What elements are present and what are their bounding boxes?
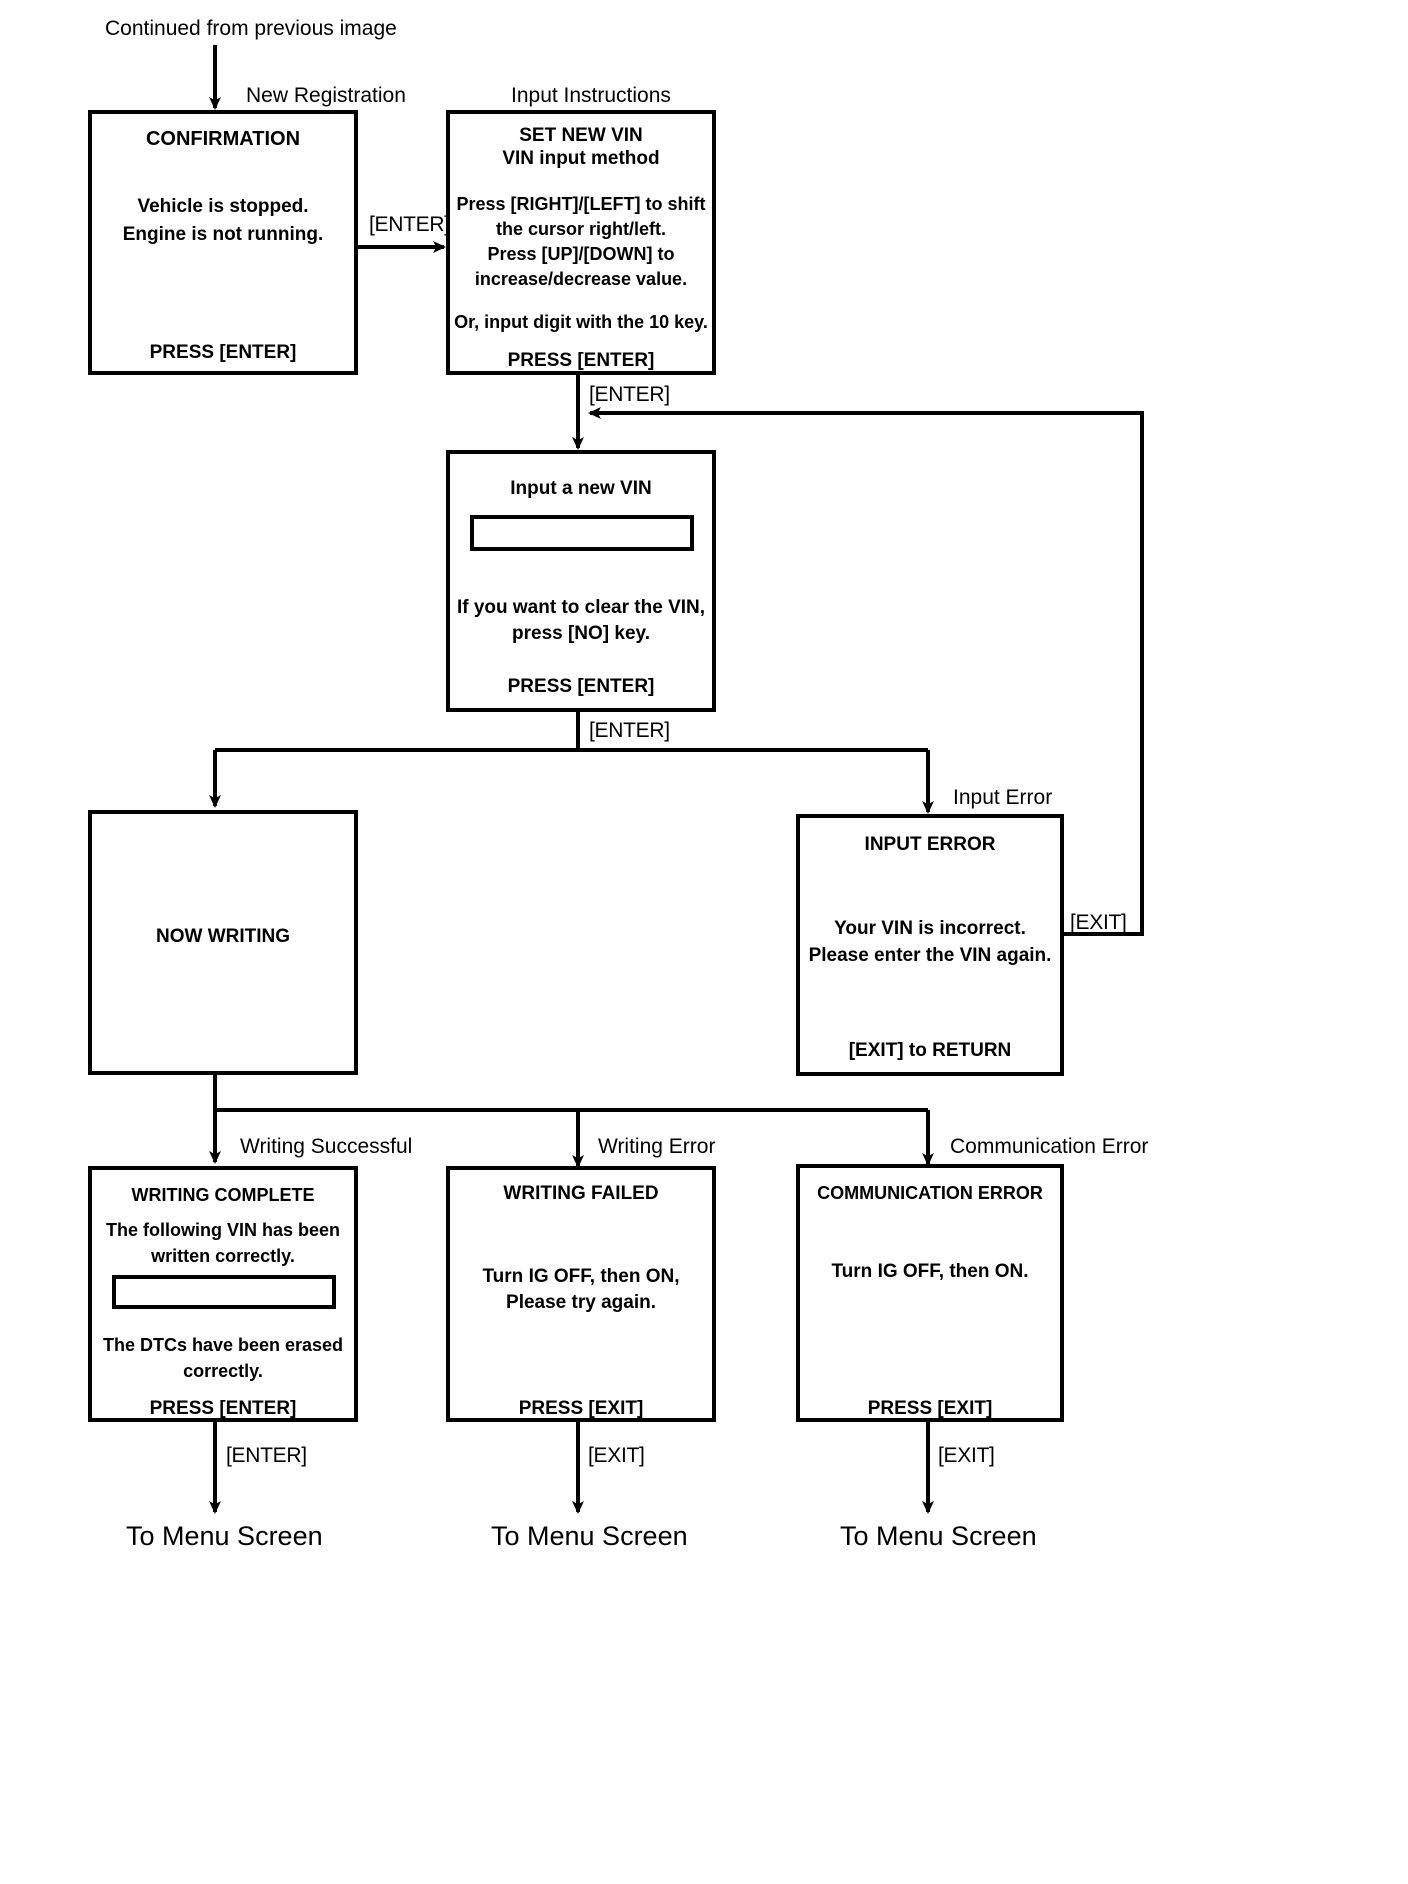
terminal-to-menu-screen-2: To Menu Screen bbox=[491, 1521, 688, 1551]
branch-label-communication-error: Communication Error bbox=[950, 1135, 1149, 1158]
confirmation-title: CONFIRMATION bbox=[145, 128, 301, 150]
writing-complete-body-bottom-line-1: The DTCs have been erased bbox=[102, 1335, 344, 1355]
writing-complete-footer: PRESS [ENTER] bbox=[149, 1398, 297, 1419]
caption-new-registration: New Registration bbox=[246, 84, 406, 107]
now-writing-title: NOW WRITING bbox=[155, 926, 291, 947]
edge-label-exit-failed: [EXIT] bbox=[588, 1444, 645, 1467]
set-new-vin-extra: Or, input digit with the 10 key. bbox=[454, 312, 708, 332]
set-new-vin-body-line-2: the cursor right/left. bbox=[495, 219, 666, 239]
continued-note: Continued from previous image bbox=[105, 17, 397, 40]
input-new-vin-title: Input a new VIN bbox=[510, 478, 652, 499]
screen-now-writing[interactable]: NOW WRITING bbox=[88, 810, 358, 1075]
screen-writing-failed[interactable]: WRITING FAILED Turn IG OFF, then ON, Ple… bbox=[446, 1166, 716, 1422]
set-new-vin-body-line-4: increase/decrease value. bbox=[474, 269, 688, 289]
screen-confirmation[interactable]: CONFIRMATION Vehicle is stopped. Engine … bbox=[88, 110, 358, 375]
branch-label-writing-error: Writing Error bbox=[598, 1135, 716, 1158]
branch-label-writing-successful: Writing Successful bbox=[240, 1135, 413, 1158]
terminal-to-menu-screen-3: To Menu Screen bbox=[840, 1521, 1037, 1551]
screen-input-new-vin[interactable]: Input a new VIN If you want to clear the… bbox=[446, 450, 716, 712]
communication-error-body-line-1: Turn IG OFF, then ON. bbox=[831, 1261, 1029, 1282]
writing-failed-body-line-2: Please try again. bbox=[506, 1292, 656, 1313]
input-new-vin-footer: PRESS [ENTER] bbox=[507, 676, 655, 697]
input-error-title: INPUT ERROR bbox=[864, 834, 996, 855]
terminal-to-menu-screen-1: To Menu Screen bbox=[126, 1521, 323, 1551]
set-new-vin-subtitle: VIN input method bbox=[502, 148, 660, 169]
set-new-vin-body-line-1: Press [RIGHT]/[LEFT] to shift bbox=[456, 194, 706, 214]
vin-input-field[interactable] bbox=[470, 515, 694, 551]
writing-failed-body-line-1: Turn IG OFF, then ON, bbox=[482, 1266, 680, 1287]
writing-complete-body-top-line-2: written correctly. bbox=[151, 1246, 295, 1266]
input-error-footer: [EXIT] to RETURN bbox=[848, 1040, 1012, 1061]
edge-label-enter-3: [ENTER] bbox=[589, 719, 670, 742]
writing-failed-footer: PRESS [EXIT] bbox=[518, 1398, 644, 1419]
communication-error-title: COMMUNICATION ERROR bbox=[817, 1183, 1043, 1203]
confirmation-body-line-1: Vehicle is stopped. bbox=[137, 196, 309, 217]
input-new-vin-body-line-2: press [NO] key. bbox=[512, 623, 650, 644]
confirmation-body-line-2: Engine is not running. bbox=[122, 224, 324, 245]
writing-failed-title: WRITING FAILED bbox=[503, 1183, 659, 1204]
input-error-body-line-1: Your VIN is incorrect. bbox=[834, 918, 1026, 939]
caption-input-instructions: Input Instructions bbox=[511, 84, 671, 107]
input-error-body-line-2: Please enter the VIN again. bbox=[808, 945, 1052, 966]
input-new-vin-body-line-1: If you want to clear the VIN, bbox=[456, 597, 706, 618]
communication-error-footer: PRESS [EXIT] bbox=[867, 1398, 993, 1419]
edge-label-enter-1: [ENTER] bbox=[369, 213, 450, 236]
screen-input-error[interactable]: INPUT ERROR Your VIN is incorrect. Pleas… bbox=[796, 814, 1064, 1076]
screen-set-new-vin[interactable]: SET NEW VIN VIN input method Press [RIGH… bbox=[446, 110, 716, 375]
edge-label-enter-2: [ENTER] bbox=[589, 383, 670, 406]
confirmation-footer: PRESS [ENTER] bbox=[149, 342, 297, 363]
set-new-vin-footer: PRESS [ENTER] bbox=[507, 350, 655, 371]
writing-complete-body-top-line-1: The following VIN has been bbox=[105, 1220, 341, 1240]
writing-complete-title: WRITING COMPLETE bbox=[131, 1185, 315, 1205]
written-vin-field bbox=[112, 1275, 336, 1309]
set-new-vin-body-line-3: Press [UP]/[DOWN] to bbox=[487, 244, 675, 264]
writing-complete-body-bottom-line-2: correctly. bbox=[183, 1361, 263, 1381]
set-new-vin-title: SET NEW VIN bbox=[519, 125, 643, 146]
edge-label-exit-loop: [EXIT] bbox=[1070, 911, 1127, 934]
edge-label-exit-comm: [EXIT] bbox=[938, 1444, 995, 1467]
edge-label-enter-complete: [ENTER] bbox=[226, 1444, 307, 1467]
screen-communication-error[interactable]: COMMUNICATION ERROR Turn IG OFF, then ON… bbox=[796, 1164, 1064, 1422]
screen-writing-complete[interactable]: WRITING COMPLETE The following VIN has b… bbox=[88, 1166, 358, 1422]
caption-input-error: Input Error bbox=[953, 786, 1053, 809]
